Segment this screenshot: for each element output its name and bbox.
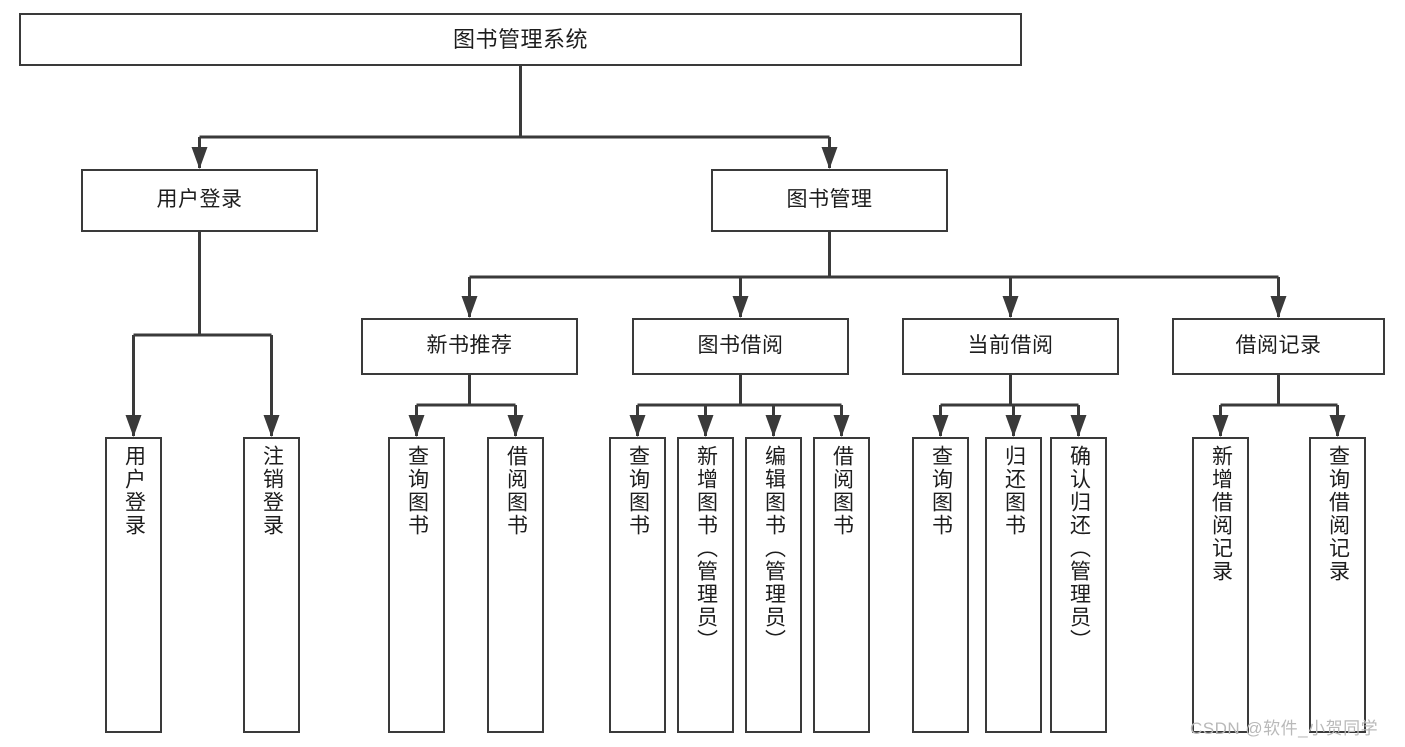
node-lf5[interactable]: 查询图书 [609,437,666,733]
node-l2b[interactable]: 图书借阅 [632,318,849,375]
node-lf7[interactable]: 编辑图书（管理员） [745,437,802,733]
node-lf4[interactable]: 借阅图书 [487,437,544,733]
arrowhead [629,415,646,437]
arrowhead [1005,415,1022,437]
node-lf13[interactable]: 查询借阅记录 [1309,437,1366,733]
watermark: CSDN @软件_小贺同学 [1190,719,1379,738]
arrowhead [833,415,850,437]
arrowhead [1270,296,1287,318]
node-lf2[interactable]: 注销登录 [243,437,300,733]
node-label: 借阅图书 [504,445,528,537]
arrowhead [125,415,142,437]
node-lf6[interactable]: 新增图书（管理员） [677,437,734,733]
node-l1a[interactable]: 用户登录 [81,169,318,232]
node-lf11[interactable]: 确认归还（管理员） [1050,437,1107,733]
arrowhead [263,415,280,437]
node-label: 借阅记录 [1235,334,1322,358]
arrowhead [1070,415,1087,437]
node-label: 用户登录 [156,188,243,212]
arrowhead [408,415,425,437]
node-lf3[interactable]: 查询图书 [388,437,445,733]
node-label: 新增图书（管理员） [694,445,718,652]
node-label: 新增借阅记录 [1209,445,1233,583]
arrowhead [1212,415,1229,437]
node-label: 图书管理 [786,188,873,212]
node-label: 查询借阅记录 [1326,445,1350,583]
node-label: 用户登录 [122,445,146,537]
arrowhead [1002,296,1019,318]
node-label: 图书管理系统 [452,26,588,52]
arrowhead [507,415,524,437]
node-root[interactable]: 图书管理系统 [19,13,1022,66]
node-lf10[interactable]: 归还图书 [985,437,1042,733]
node-label: 查询图书 [405,445,429,537]
node-l2a[interactable]: 新书推荐 [361,318,578,375]
node-l2c[interactable]: 当前借阅 [902,318,1119,375]
node-label: 确认归还（管理员） [1067,445,1091,652]
arrowhead [697,415,714,437]
arrowhead [821,147,838,169]
node-label: 查询图书 [626,445,650,537]
node-label: 注销登录 [260,445,284,537]
node-label: 归还图书 [1002,445,1026,537]
node-label: 新书推荐 [426,334,513,358]
node-l2d[interactable]: 借阅记录 [1172,318,1385,375]
node-label: 查询图书 [929,445,953,537]
node-label: 当前借阅 [967,334,1054,358]
node-lf12[interactable]: 新增借阅记录 [1192,437,1249,733]
node-l1b[interactable]: 图书管理 [711,169,948,232]
node-label: 图书借阅 [697,334,784,358]
arrowhead [932,415,949,437]
node-label: 借阅图书 [830,445,854,537]
node-lf1[interactable]: 用户登录 [105,437,162,733]
node-lf9[interactable]: 查询图书 [912,437,969,733]
arrowhead [461,296,478,318]
arrowhead [1329,415,1346,437]
node-lf8[interactable]: 借阅图书 [813,437,870,733]
arrowhead [765,415,782,437]
node-label: 编辑图书（管理员） [762,445,786,652]
arrowhead [191,147,208,169]
arrowhead [732,296,749,318]
